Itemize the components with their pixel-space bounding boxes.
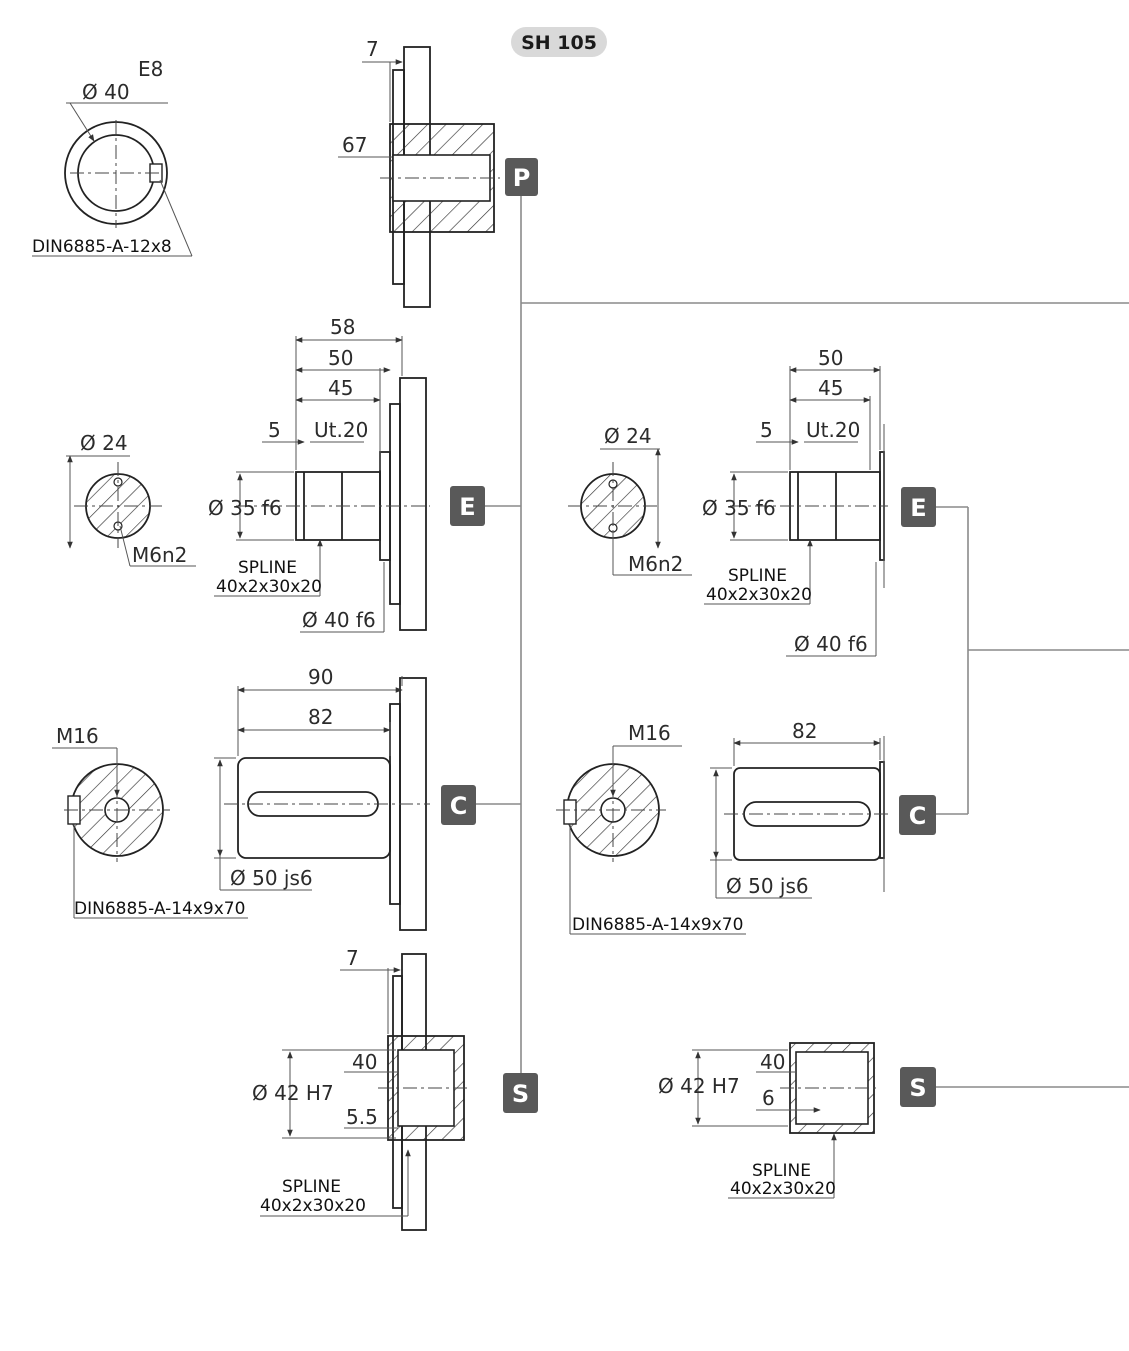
s-left-side-view: 7 Ø 42 H7 40 5.5 SPLINE 40x2x30x20 xyxy=(252,946,470,1231)
p-bore-tolerance-label: E8 xyxy=(138,57,163,81)
p-flange-offset-label: 7 xyxy=(366,37,379,61)
p-bore-diameter-label: Ø 40 xyxy=(82,80,130,104)
e-right-side-view: 50 45 5 Ut.20 Ø 35 f6 SPLINE 40x2x30x20 … xyxy=(702,346,888,657)
e-left-bolt-circle-label: Ø 24 xyxy=(80,431,128,455)
e-left-thread-label: M6n2 xyxy=(132,543,187,567)
badge-s-left-option[interactable]: S xyxy=(503,1073,538,1113)
s-left-dim-5-5: 5.5 xyxy=(346,1105,378,1129)
e-left-spline-spec: 40x2x30x20 xyxy=(216,577,322,597)
e-right-thread-label: M6n2 xyxy=(628,552,683,576)
e-left-dim-45: 45 xyxy=(328,376,353,400)
e-left-side-view: 58 50 45 5 Ut.20 Ø 35 f6 SPLINE 40x2x30x… xyxy=(208,315,430,633)
p-bore-depth-label: 67 xyxy=(342,133,367,157)
e-right-end-view: Ø 24 M6n2 xyxy=(568,424,692,576)
s-left-spline-title: SPLINE xyxy=(282,1177,341,1197)
badge-c-left-label: C xyxy=(450,792,468,820)
e-right-pilot-diameter: Ø 40 f6 xyxy=(794,632,868,656)
c-right-key-spec-label: DIN6885-A-14x9x70 xyxy=(572,915,743,935)
e-left-useful-length: Ut.20 xyxy=(314,418,368,442)
badge-s-right-option[interactable]: S xyxy=(900,1067,936,1107)
model-title: SH 105 xyxy=(511,27,607,57)
e-right-bolt-circle-label: Ø 24 xyxy=(604,424,652,448)
e-right-spline-spec: 40x2x30x20 xyxy=(706,585,812,605)
c-right-dim-82: 82 xyxy=(792,719,817,743)
e-left-end-view: Ø 24 M6n2 xyxy=(66,431,196,567)
p-key-spec-label: DIN6885-A-12x8 xyxy=(32,237,172,257)
s-left-dim-40: 40 xyxy=(352,1050,377,1074)
c-left-shaft-diameter: Ø 50 js6 xyxy=(230,866,313,890)
e-left-dim-58: 58 xyxy=(330,315,355,339)
e-right-dim-45: 45 xyxy=(818,376,843,400)
p-hollow-shaft-side-view: 7 67 xyxy=(338,37,500,308)
c-left-dim-82: 82 xyxy=(308,705,333,729)
s-right-bore-diameter: Ø 42 H7 xyxy=(658,1074,740,1098)
badge-e-right-label: E xyxy=(910,494,926,522)
c-left-side-view: 90 82 Ø 50 js6 xyxy=(214,665,430,931)
s-right-spline-spec: 40x2x30x20 xyxy=(730,1179,836,1199)
e-left-dim-50: 50 xyxy=(328,346,353,370)
badge-e-left-label: E xyxy=(459,493,475,521)
c-right-side-view: 82 Ø 50 js6 xyxy=(710,719,888,899)
c-left-thread-label: M16 xyxy=(56,724,99,748)
model-title-text: SH 105 xyxy=(521,32,597,54)
s-right-spline-title: SPLINE xyxy=(752,1161,811,1181)
s-right-dim-40: 40 xyxy=(760,1050,785,1074)
c-right-end-view: M16 DIN6885-A-14x9x70 xyxy=(556,721,746,935)
e-right-shaft-diameter: Ø 35 f6 xyxy=(702,496,776,520)
badge-s-left-label: S xyxy=(512,1080,529,1108)
s-right-side-view: Ø 42 H7 40 6 SPLINE 40x2x30x20 xyxy=(658,1042,880,1199)
e-left-pilot-diameter: Ø 40 f6 xyxy=(302,608,376,632)
c-left-dim-90: 90 xyxy=(308,665,333,689)
badge-c-right-option[interactable]: C xyxy=(899,795,936,835)
e-left-spline-title: SPLINE xyxy=(238,558,297,578)
s-left-spline-spec: 40x2x30x20 xyxy=(260,1196,366,1216)
badge-c-right-label: C xyxy=(909,802,927,830)
e-right-useful-length: Ut.20 xyxy=(806,418,860,442)
connector-lines xyxy=(476,196,1129,1088)
c-right-thread-label: M16 xyxy=(628,721,671,745)
c-right-shaft-diameter: Ø 50 js6 xyxy=(726,874,809,898)
c-left-end-view: M16 DIN6885-A-14x9x70 xyxy=(52,724,248,919)
c-left-key-spec-label: DIN6885-A-14x9x70 xyxy=(74,899,245,919)
badge-s-right-label: S xyxy=(909,1074,926,1102)
badge-e-left-option[interactable]: E xyxy=(450,486,485,526)
e-right-dim-50: 50 xyxy=(818,346,843,370)
s-left-bore-diameter: Ø 42 H7 xyxy=(252,1081,334,1105)
e-left-shaft-diameter: Ø 35 f6 xyxy=(208,496,282,520)
badge-c-left-option[interactable]: C xyxy=(441,785,476,825)
badge-p-option[interactable]: P xyxy=(505,158,538,196)
e-left-dim-5: 5 xyxy=(268,418,281,442)
badge-p-label: P xyxy=(513,164,531,192)
e-right-dim-5: 5 xyxy=(760,418,773,442)
s-right-dim-6: 6 xyxy=(762,1086,775,1110)
badge-e-right-option[interactable]: E xyxy=(901,487,936,527)
s-left-dim-7: 7 xyxy=(346,946,359,970)
p-bore-section-view: Ø 40 E8 DIN6885-A-12x8 xyxy=(32,57,193,257)
e-right-spline-title: SPLINE xyxy=(728,566,787,586)
